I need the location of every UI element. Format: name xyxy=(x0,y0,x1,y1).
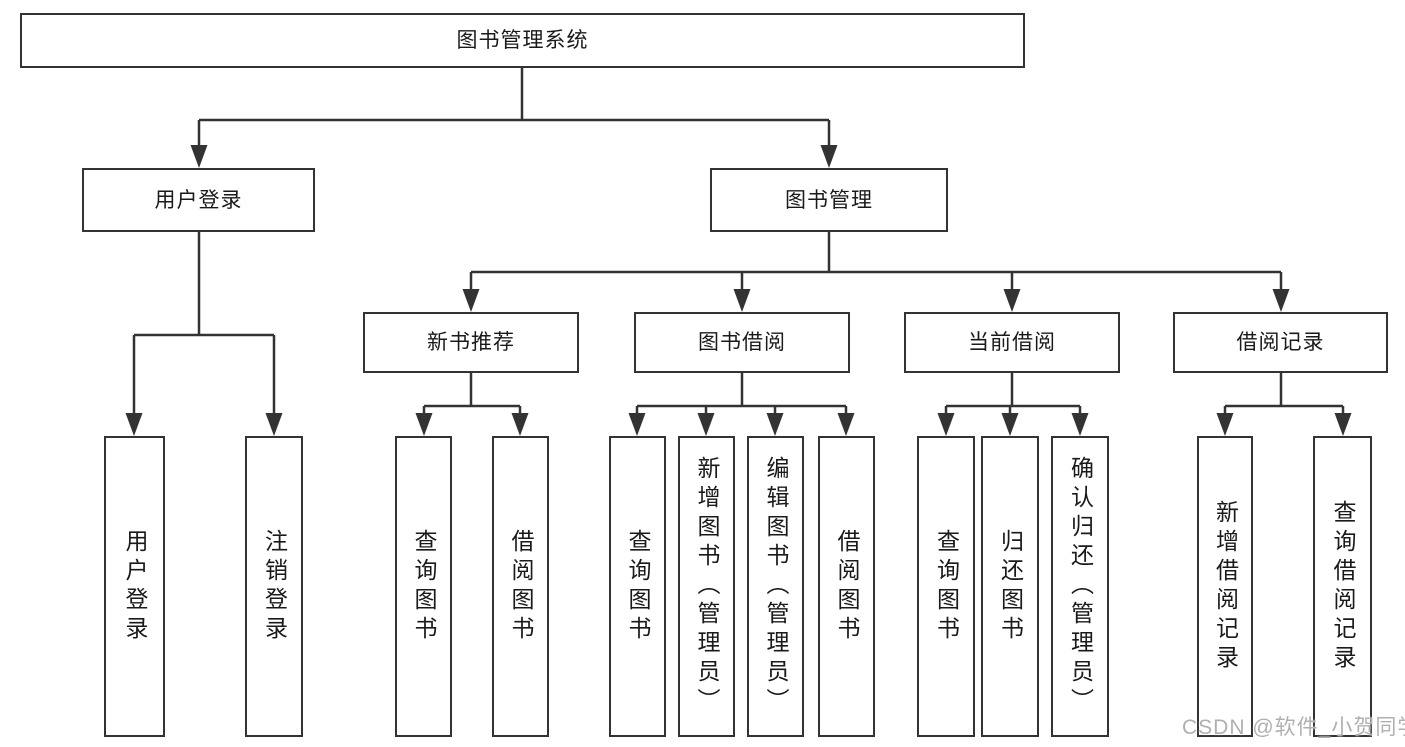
node-leaf-confirm-return-admin: 确认归还（管理员） xyxy=(1051,436,1109,737)
node-book-management-module: 图书管理 xyxy=(710,168,948,232)
node-leaf-edit-books-admin: 编辑图书（管理员） xyxy=(747,436,804,737)
node-leaf-borrow-books-recommend: 借阅图书 xyxy=(492,436,549,737)
node-leaf-query-books-borrowing: 查询图书 xyxy=(609,436,666,737)
node-current-borrowing: 当前借阅 xyxy=(904,312,1120,373)
node-leaf-return-books: 归还图书 xyxy=(981,436,1039,737)
watermark-text: CSDN @软件_小贺同学 xyxy=(1182,716,1405,739)
node-leaf-logout: 注销登录 xyxy=(245,436,303,737)
node-library-management-system: 图书管理系统 xyxy=(20,13,1025,68)
node-leaf-query-borrow-record: 查询借阅记录 xyxy=(1313,436,1372,737)
node-user-login-module: 用户登录 xyxy=(82,168,315,232)
node-book-borrowing: 图书借阅 xyxy=(634,312,850,373)
arrowheads xyxy=(125,145,1352,436)
node-leaf-add-borrow-record: 新增借阅记录 xyxy=(1197,436,1253,737)
node-leaf-query-books-recommend: 查询图书 xyxy=(395,436,452,737)
node-leaf-borrow-books: 借阅图书 xyxy=(818,436,875,737)
node-leaf-query-books-current: 查询图书 xyxy=(917,436,975,737)
node-leaf-user-login: 用户登录 xyxy=(104,436,165,737)
node-borrowing-records: 借阅记录 xyxy=(1173,312,1388,373)
node-leaf-add-books-admin: 新增图书（管理员） xyxy=(678,436,735,737)
node-new-book-recommendation: 新书推荐 xyxy=(363,312,579,373)
connector-paths xyxy=(132,68,1345,415)
